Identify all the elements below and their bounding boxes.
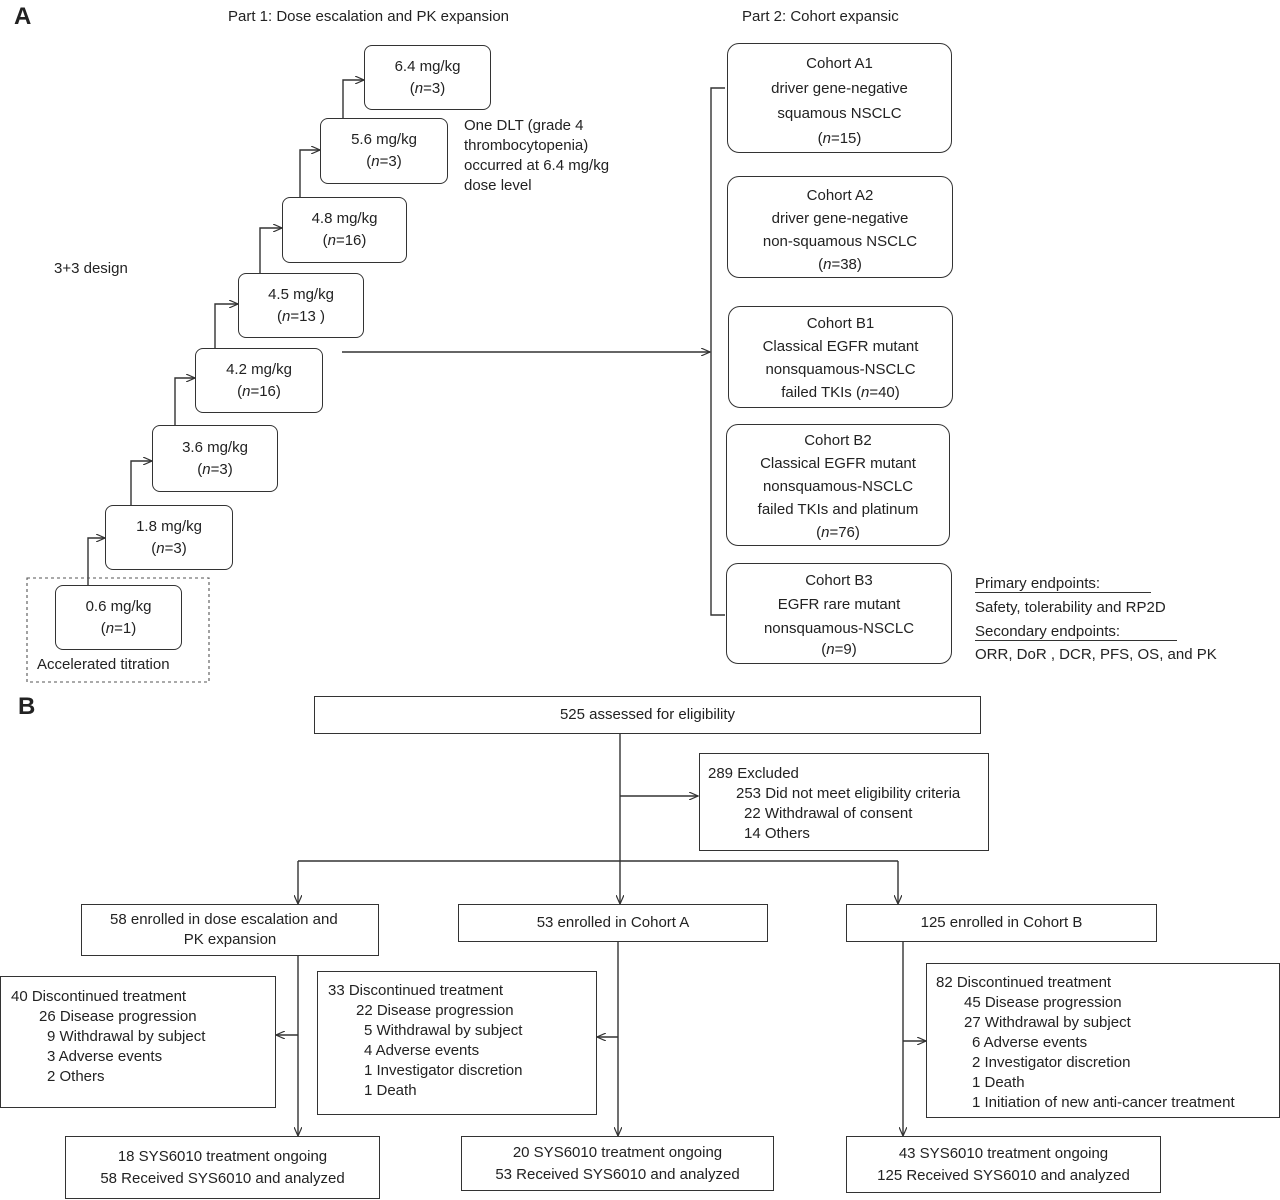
enrolled-cohort-b-box: 125 enrolled in Cohort B: [846, 904, 1157, 942]
part2-title: Part 2: Cohort expansic: [742, 8, 899, 25]
panel-b-label: B: [18, 693, 36, 720]
ongoing-cohort-b-box: 43 SYS6010 treatment ongoing 125 Receive…: [846, 1136, 1161, 1193]
dose-box-0-6: 0.6 mg/kg (n=1): [55, 585, 182, 650]
discontinued-escalation-box: 40 Discontinued treatment 26 Disease pro…: [0, 976, 276, 1108]
step-arrow: [342, 80, 364, 118]
primary-endpoints-underline: [975, 592, 1151, 593]
secondary-endpoints-text: ORR, DoR , DCR, PFS, OS, and PK: [975, 646, 1217, 663]
cohort-b3-box: Cohort B3 EGFR rare mutant nonsquamous-N…: [726, 563, 952, 664]
step-arrow: [299, 150, 320, 197]
step-arrow: [87, 538, 105, 585]
step-arrow: [259, 228, 282, 273]
step-arrow: [130, 461, 152, 505]
ongoing-escalation-box: 18 SYS6010 treatment ongoing 58 Received…: [65, 1136, 380, 1199]
dose-box-4-2: 4.2 mg/kg (n=16): [195, 348, 323, 413]
dlt-note: One DLT (grade 4 thrombocytopenia) occur…: [464, 117, 610, 194]
dose-box-4-8: 4.8 mg/kg (n=16): [282, 197, 407, 263]
primary-endpoints-title: Primary endpoints:: [975, 575, 1101, 592]
dose-box-1-8: 1.8 mg/kg (n=3): [105, 505, 233, 570]
cohort-a1-box: Cohort A1 driver gene-negative squamous …: [727, 43, 952, 153]
primary-endpoints-text: Safety, tolerability and RP2D: [975, 599, 1166, 616]
enrolled-escalation-box: 58 enrolled in dose escalation and PK ex…: [81, 904, 379, 956]
accelerated-titration-frame: [26, 577, 210, 683]
dose-box-4-5: 4.5 mg/kg (n=13 ): [238, 273, 364, 338]
secondary-endpoints-underline: [975, 640, 1177, 641]
part1-title: Part 1: Dose escalation and PK expansion: [228, 8, 510, 25]
cohort-b1-box: Cohort B1 Classical EGFR mutant nonsquam…: [728, 306, 953, 408]
accelerated-titration-label: Accelerated titration: [37, 656, 170, 673]
cohort-bracket: [710, 87, 725, 616]
panel-a-label: A: [14, 3, 32, 30]
discontinued-cohort-b-box: 82 Discontinued treatment 45 Disease pro…: [926, 963, 1280, 1118]
cohort-b2-box: Cohort B2 Classical EGFR mutant nonsquam…: [726, 424, 950, 546]
discontinued-cohort-a-box: 33 Discontinued treatment 22 Disease pro…: [317, 971, 597, 1115]
enrolled-cohort-a-box: 53 enrolled in Cohort A: [458, 904, 768, 942]
dose-box-5-6: 5.6 mg/kg (n=3): [320, 118, 448, 184]
dose-box-3-6: 3.6 mg/kg (n=3): [152, 425, 278, 492]
secondary-endpoints-title: Secondary endpoints:: [975, 623, 1121, 640]
dose-box-6-4: 6.4 mg/kg (n=3): [364, 45, 491, 110]
assessed-box: 525 assessed for eligibility: [314, 696, 981, 734]
design-label: 3+3 design: [54, 260, 128, 277]
excluded-box: 289 Excluded 253 Did not meet eligibilit…: [699, 753, 989, 851]
step-arrow: [214, 304, 238, 348]
step-arrow: [174, 378, 195, 425]
ongoing-cohort-a-box: 20 SYS6010 treatment ongoing 53 Received…: [461, 1136, 774, 1191]
cohort-a2-box: Cohort A2 driver gene-negative non-squam…: [727, 176, 953, 278]
